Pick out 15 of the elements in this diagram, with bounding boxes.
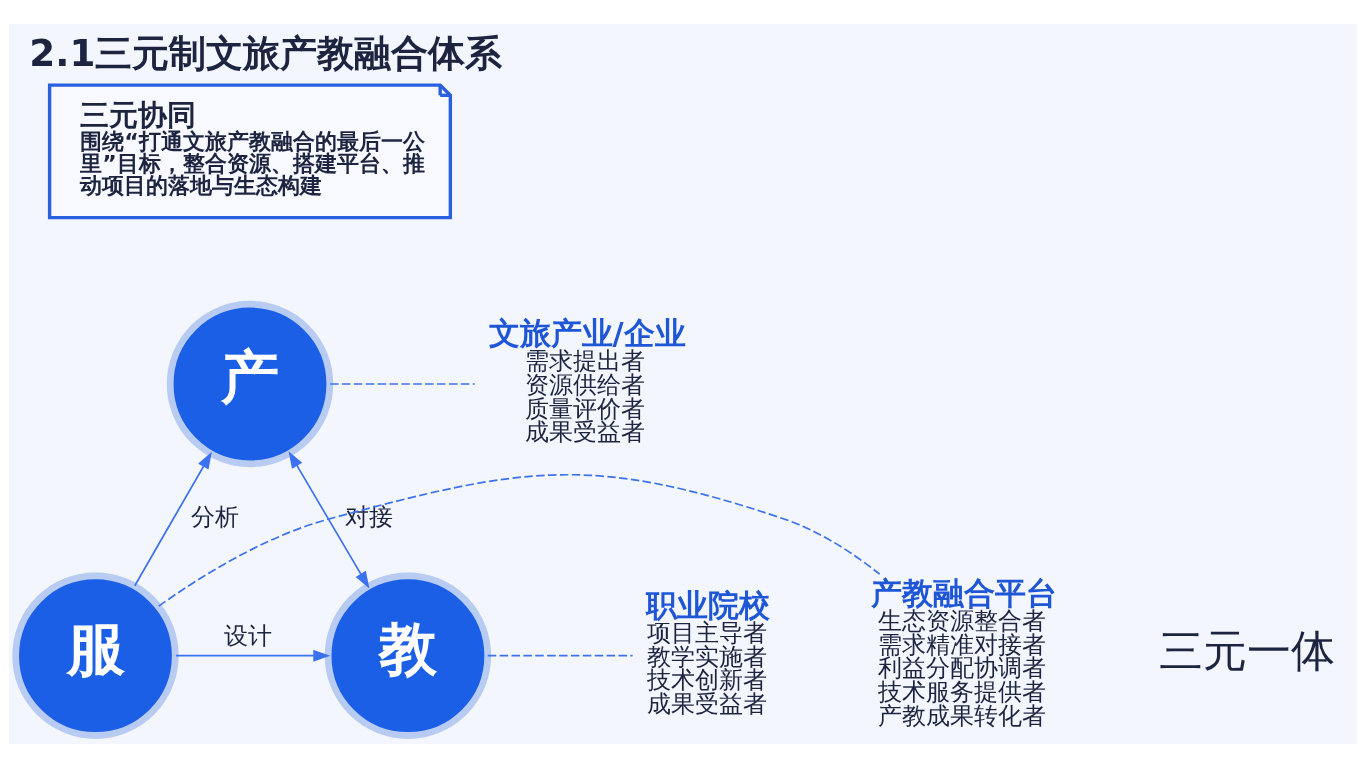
node-text: 产教融合平台 生态资源整合者 需求精准对接者 利益分配协调者 技术服务提供者 产教成果转化者 bbox=[870, 575, 1057, 730]
connector bbox=[486, 654, 634, 657]
node-circle: 服 bbox=[12, 572, 179, 739]
edge-label: 对接 bbox=[345, 503, 394, 532]
diagram-title: 2.1三元制文旅产教融合体系 bbox=[29, 30, 503, 75]
arrow bbox=[288, 451, 370, 589]
label: 三元一体 bbox=[1158, 625, 1335, 677]
arrow bbox=[133, 451, 212, 587]
arrow bbox=[175, 649, 331, 662]
node-text: 职业院校 项目主导者 教学实施者 技术创新者 成果受益者 bbox=[646, 587, 771, 719]
edge-label: 分析 bbox=[190, 503, 239, 532]
edge-label: 设计 bbox=[223, 622, 272, 651]
node-text: 文旅产业/企业 需求提出者 资源供给者 质量评价者 成果受益者 bbox=[488, 315, 686, 447]
connector bbox=[157, 474, 881, 607]
connector bbox=[329, 383, 476, 385]
